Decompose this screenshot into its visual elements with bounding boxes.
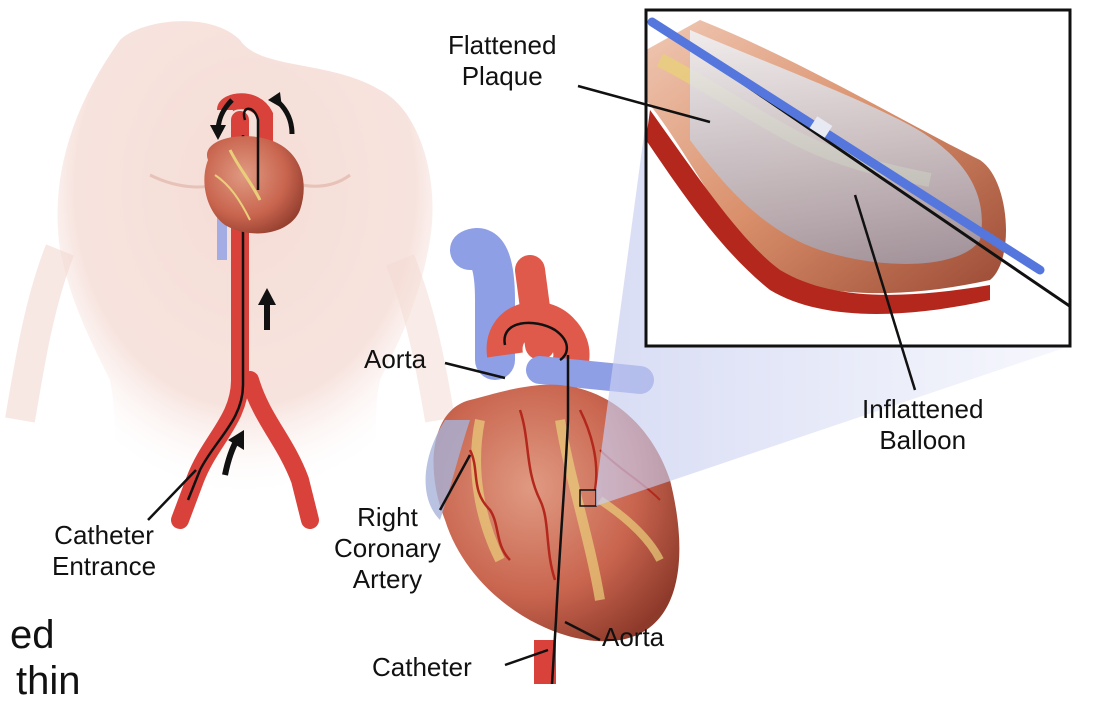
inflattened-balloon-line2: Balloon [862, 425, 983, 456]
label-right-coronary-artery: Right Coronary Artery [334, 502, 441, 595]
flattened-plaque-line2: Plaque [448, 61, 556, 92]
catheter-entrance-line2: Entrance [52, 551, 156, 582]
right-coronary-artery-line2: Coronary [334, 533, 441, 564]
label-aorta-upper: Aorta [364, 344, 426, 375]
angioplasty-illustration [0, 0, 1094, 684]
label-flattened-plaque: Flattened Plaque [448, 30, 556, 92]
inset-panel [646, 10, 1090, 346]
label-catheter: Catheter [372, 652, 472, 683]
label-aorta-lower: Aorta [602, 622, 664, 653]
cut-text-line2: thin [0, 658, 81, 704]
right-coronary-artery-line1: Right [334, 502, 441, 533]
flattened-plaque-line1: Flattened [448, 30, 556, 61]
cut-text-line1: ed [0, 612, 81, 658]
cut-off-text: ed thin [0, 612, 81, 704]
inflattened-balloon-line1: Inflattened [862, 394, 983, 425]
label-catheter-entrance: Catheter Entrance [52, 520, 156, 582]
label-inflattened-balloon: Inflattened Balloon [862, 394, 983, 456]
catheter-entrance-line1: Catheter [52, 520, 156, 551]
right-coronary-artery-line3: Artery [334, 564, 441, 595]
